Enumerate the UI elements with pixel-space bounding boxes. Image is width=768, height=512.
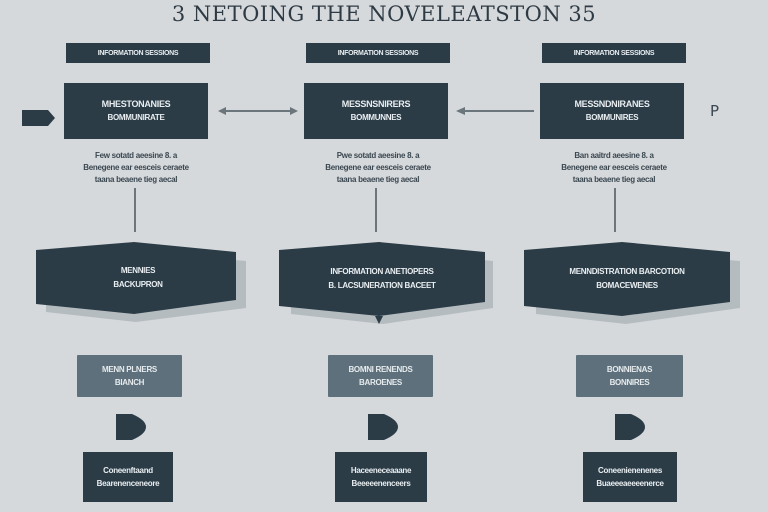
side-mark: P bbox=[710, 102, 720, 120]
step-card: BOMNI RENENDS BAROENES bbox=[328, 355, 433, 397]
column-label: INFORMATION SESSIONS bbox=[66, 43, 210, 63]
column-label: INFORMATION SESSIONS bbox=[306, 43, 450, 63]
header-subtitle: BOMMUNIRES bbox=[585, 113, 639, 122]
shape-graphic bbox=[279, 242, 493, 324]
header-card: MESSNSNIRERS BOMMUNNES bbox=[304, 83, 448, 139]
shape-title: INFORMATION ANETIOPERS bbox=[330, 267, 434, 276]
diagram-title: 3 NETOING THE NOVELEATSTON 35 bbox=[171, 2, 597, 26]
connector-line bbox=[375, 188, 377, 232]
shape-subtitle: BOMACEWENES bbox=[596, 281, 658, 290]
header-subtitle: BOMMUNNES bbox=[350, 113, 402, 122]
result-card: Haceeneceaaane Beeeeenenceers bbox=[335, 452, 427, 502]
header-subtitle: BOMMUNIRATE bbox=[107, 113, 165, 122]
connector-line bbox=[614, 188, 616, 232]
result-card: Coneenienenenes Buaeeeaeeeenerce bbox=[583, 452, 677, 502]
shape-graphic bbox=[36, 242, 246, 322]
caption: Few sotatd aeesine 8. a Benegene ear ees… bbox=[83, 151, 189, 184]
connector-arrow-1-2 bbox=[218, 107, 298, 115]
process-shape: INFORMATION ANETIOPERS B. LACSUNERATION … bbox=[279, 242, 493, 324]
down-arrow-marker bbox=[368, 414, 398, 440]
connector-line bbox=[134, 188, 136, 232]
shape-graphic bbox=[524, 242, 740, 324]
caption: Ban aaitrd aeesine 8. a Benegene ear ees… bbox=[561, 151, 667, 184]
header-card: MHESTONANIES BOMMUNIRATE bbox=[64, 83, 208, 139]
caption: Pwe sotatd aeesine 8. a Benegene ear ees… bbox=[325, 151, 431, 184]
header-title: MHESTONANIES bbox=[101, 99, 171, 109]
process-shape: MENNIES BACKUPRON bbox=[36, 242, 246, 322]
down-arrow-marker bbox=[116, 414, 146, 440]
header-title: MESSNSNIRERS bbox=[341, 99, 411, 109]
shape-subtitle: B. LACSUNERATION BACEET bbox=[328, 281, 436, 290]
shape-title: MENNIES bbox=[120, 266, 156, 275]
step-card: MENN PLNERS BIANCH bbox=[77, 355, 182, 397]
entry-arrow bbox=[22, 110, 55, 126]
result-card: Coneenftaand Bearenenceneore bbox=[83, 452, 173, 502]
down-arrow-marker bbox=[615, 414, 645, 440]
header-card: MESSNDNIRANES BOMMUNIRES bbox=[540, 83, 684, 139]
shape-title: MENNDISTRATION BARCOTION bbox=[569, 267, 685, 276]
header-title: MESSNDNIRANES bbox=[574, 99, 650, 109]
column-label: INFORMATION SESSIONS bbox=[542, 43, 686, 63]
step-card: BONNIENAS BONNIRES bbox=[576, 355, 683, 397]
shape-subtitle: BACKUPRON bbox=[113, 280, 163, 289]
process-shape: MENNDISTRATION BARCOTION BOMACEWENES bbox=[524, 242, 740, 324]
connector-arrow-2-3 bbox=[456, 107, 534, 115]
